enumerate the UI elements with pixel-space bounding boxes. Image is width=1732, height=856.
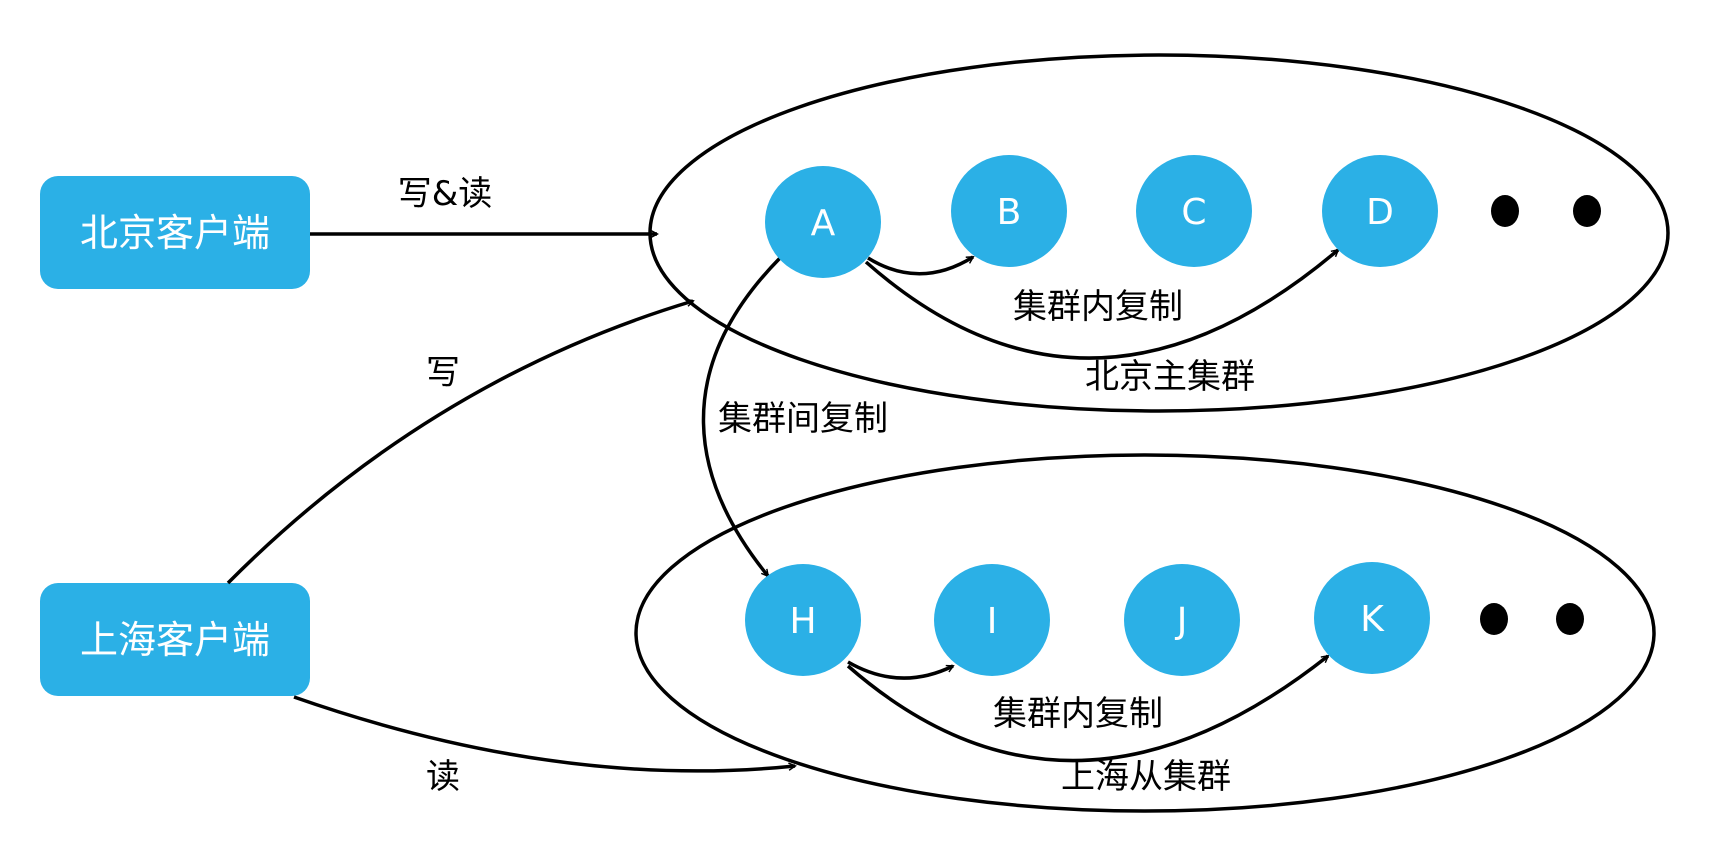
shanghai-replication-label: 集群内复制 <box>993 694 1163 734</box>
node-a-label: A <box>811 203 836 244</box>
node-k[interactable]: K <box>1314 562 1430 674</box>
shanghai-cluster-ellipse <box>634 453 1656 813</box>
edge-label-inter-cluster: 集群间复制 <box>718 399 888 439</box>
node-i[interactable]: I <box>934 564 1050 676</box>
node-b[interactable]: B <box>951 155 1067 267</box>
ellipsis-dot <box>1491 195 1519 227</box>
edge-inter-cluster <box>701 256 782 576</box>
edge-label-write: 写 <box>426 353 460 393</box>
beijing-replication-label: 集群内复制 <box>1013 287 1183 327</box>
beijing-cluster-label: 北京主集群 <box>1085 357 1255 397</box>
node-a[interactable]: A <box>765 166 881 278</box>
edge-beijing-a-d <box>864 248 1338 360</box>
node-j-label: J <box>1175 601 1188 642</box>
edge-shanghai-write <box>226 301 693 585</box>
ellipsis-dot <box>1573 195 1601 227</box>
node-d-label: D <box>1366 192 1394 233</box>
node-h-label: H <box>789 601 816 642</box>
edge-shanghai-h-i <box>847 660 953 680</box>
node-i-label: I <box>987 601 998 642</box>
edge-label-read-write: 写&读 <box>398 174 493 214</box>
node-b-label: B <box>997 192 1022 233</box>
beijing-client-label: 北京客户端 <box>80 211 270 255</box>
node-j[interactable]: J <box>1124 564 1240 676</box>
shanghai-cluster-label: 上海从集群 <box>1061 757 1231 797</box>
node-c[interactable]: C <box>1136 155 1252 267</box>
node-k-label: K <box>1360 599 1385 640</box>
shanghai-client-box[interactable]: 上海客户端 <box>40 583 310 696</box>
shanghai-client-label: 上海客户端 <box>80 618 270 662</box>
node-h[interactable]: H <box>745 564 861 676</box>
edge-label-read: 读 <box>426 757 460 797</box>
edge-beijing-a-b <box>867 255 973 276</box>
beijing-client-box[interactable]: 北京客户端 <box>40 176 310 289</box>
node-d[interactable]: D <box>1322 155 1438 267</box>
node-c-label: C <box>1181 192 1206 233</box>
edge-shanghai-read <box>293 695 795 773</box>
ellipsis-dot <box>1556 603 1584 635</box>
ellipsis-dot <box>1480 603 1508 635</box>
edge-shanghai-h-k <box>846 654 1328 763</box>
